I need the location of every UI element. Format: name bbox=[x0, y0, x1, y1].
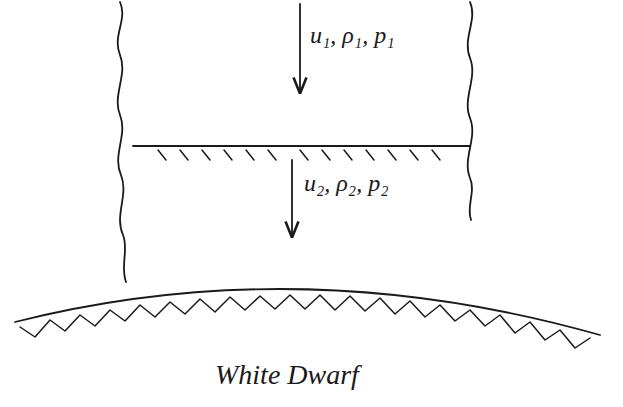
white-dwarf-label: White Dwarf bbox=[215, 360, 359, 391]
white-dwarf-surface bbox=[15, 289, 600, 335]
column-wall bbox=[118, 2, 126, 282]
shock-hatching bbox=[158, 150, 440, 160]
downstream-state: u₂, ρ₂, p₂ bbox=[304, 170, 389, 196]
column-wall bbox=[468, 2, 473, 220]
surface-hatching bbox=[20, 295, 590, 348]
flow-arrow bbox=[299, 4, 301, 92]
upstream-state: u₁, ρ₁, p₁ bbox=[310, 22, 395, 48]
flow-arrow bbox=[291, 160, 293, 236]
shock-front bbox=[133, 145, 470, 147]
